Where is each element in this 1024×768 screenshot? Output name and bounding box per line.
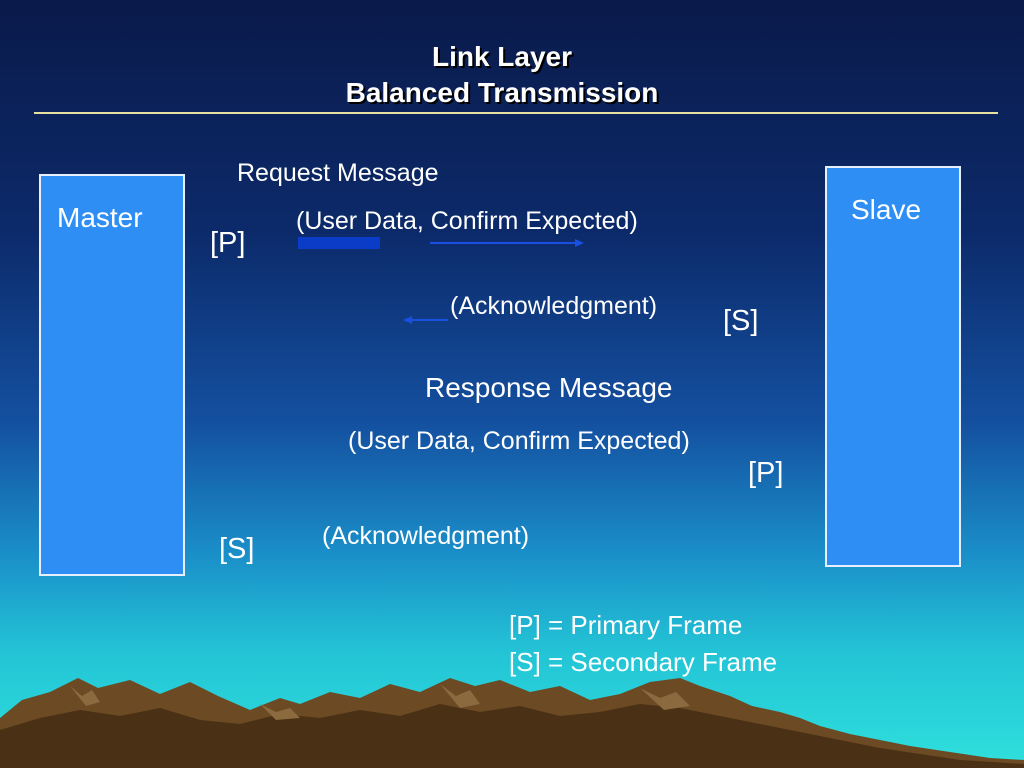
- title-line-2: Balanced Transmission: [345, 77, 659, 108]
- request-primary-tag: [P]: [210, 227, 246, 259]
- response-detail: (User Data, Confirm Expected): [348, 427, 690, 455]
- arrows-layer: [298, 237, 584, 324]
- slave-box: Slave: [825, 166, 961, 567]
- request-detail: (User Data, Confirm Expected): [296, 207, 638, 235]
- legend-secondary: [S] = Secondary Frame: [509, 647, 778, 677]
- request-arrow-shaft: [298, 237, 380, 249]
- request-arrow-head: [575, 239, 584, 247]
- response-primary-tag: [P]: [748, 457, 784, 489]
- response-ack: (Acknowledgment): [322, 522, 530, 550]
- response-heading: Response Message: [425, 372, 673, 403]
- request-heading: Request Message: [237, 159, 439, 187]
- title-line-1: Link Layer: [431, 41, 573, 72]
- legend-primary: [P] = Primary Frame: [509, 610, 743, 640]
- slave-label: Slave: [851, 194, 922, 225]
- ack-arrow-head: [403, 316, 412, 324]
- master-box: Master: [39, 174, 185, 576]
- mountain-landscape: [0, 678, 1024, 768]
- master-label: Master: [57, 202, 143, 233]
- title-divider: [34, 112, 998, 114]
- response-secondary-tag: [S]: [219, 533, 255, 565]
- request-ack: (Acknowledgment): [450, 292, 658, 320]
- request-secondary-tag: [S]: [723, 305, 759, 337]
